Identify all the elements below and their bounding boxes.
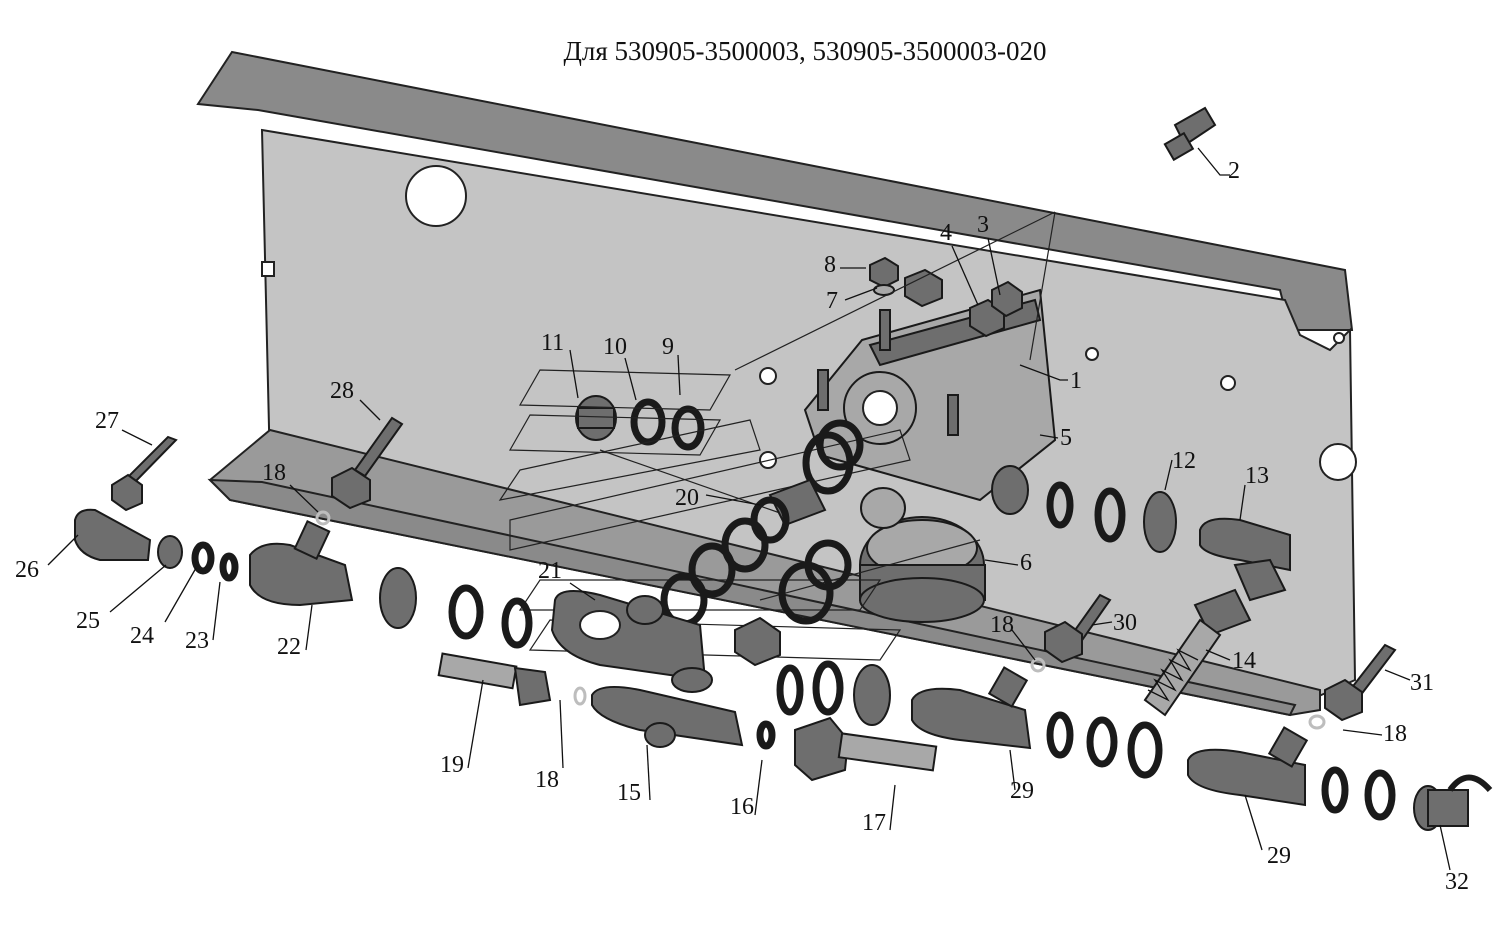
callout-21: 21 [538, 558, 562, 584]
callout-11: 11 [541, 330, 564, 356]
callout-15: 15 [617, 780, 641, 806]
fittings-15-19 [437, 652, 938, 782]
callout-29-a: 29 [1010, 778, 1034, 804]
callout-4: 4 [940, 220, 952, 246]
callout-18-a: 18 [262, 460, 286, 486]
fittings-29b-31-32 [1187, 643, 1493, 831]
callout-1: 1 [1070, 368, 1082, 394]
callout-27: 27 [95, 408, 119, 434]
callout-5: 5 [1060, 425, 1072, 451]
callout-31: 31 [1410, 670, 1434, 696]
callout-7: 7 [826, 288, 838, 314]
callout-16: 16 [730, 794, 754, 820]
callout-10: 10 [603, 334, 627, 360]
rings-20 [660, 419, 864, 667]
fittings-12-14 [1046, 481, 1291, 717]
callout-24: 24 [130, 623, 154, 649]
callout-20: 20 [675, 485, 699, 511]
diagram-title: Для 530905-3500003, 530905-3500003-020 [563, 36, 1046, 66]
callout-2: 2 [1228, 158, 1240, 184]
callout-8: 8 [824, 252, 836, 278]
callout-28: 28 [330, 378, 354, 404]
callout-13: 13 [1245, 463, 1269, 489]
callout-12: 12 [1172, 448, 1196, 474]
callout-3: 3 [977, 212, 989, 238]
callout-29-b: 29 [1267, 843, 1291, 869]
callout-22: 22 [277, 634, 301, 660]
callout-18-d: 18 [535, 767, 559, 793]
bolt-28 [331, 416, 404, 510]
callout-23: 23 [185, 628, 209, 654]
nuts-3-4-8 [869, 256, 1023, 338]
fittings-29-30 [911, 593, 1163, 779]
callout-25: 25 [76, 608, 100, 634]
callout-26: 26 [15, 557, 39, 583]
fittings-22-27 [74, 435, 533, 649]
tee-21 [550, 590, 707, 682]
callout-labels: 1 2 3 4 5 6 7 8 9 10 11 12 13 14 15 16 1… [15, 158, 1469, 895]
callout-17: 17 [862, 810, 886, 836]
callout-14: 14 [1232, 648, 1256, 674]
assembly-guide-lines [498, 211, 1056, 661]
bolt-2 [1163, 106, 1217, 162]
callout-18-b: 18 [990, 612, 1014, 638]
leader-lines [47, 147, 1451, 871]
valve-assembly [803, 288, 1057, 623]
callout-6: 6 [1020, 550, 1032, 576]
callout-9: 9 [662, 334, 674, 360]
callout-30: 30 [1113, 610, 1137, 636]
callout-32: 32 [1445, 869, 1469, 895]
callout-18-c: 18 [1383, 721, 1407, 747]
callout-19: 19 [440, 752, 464, 778]
